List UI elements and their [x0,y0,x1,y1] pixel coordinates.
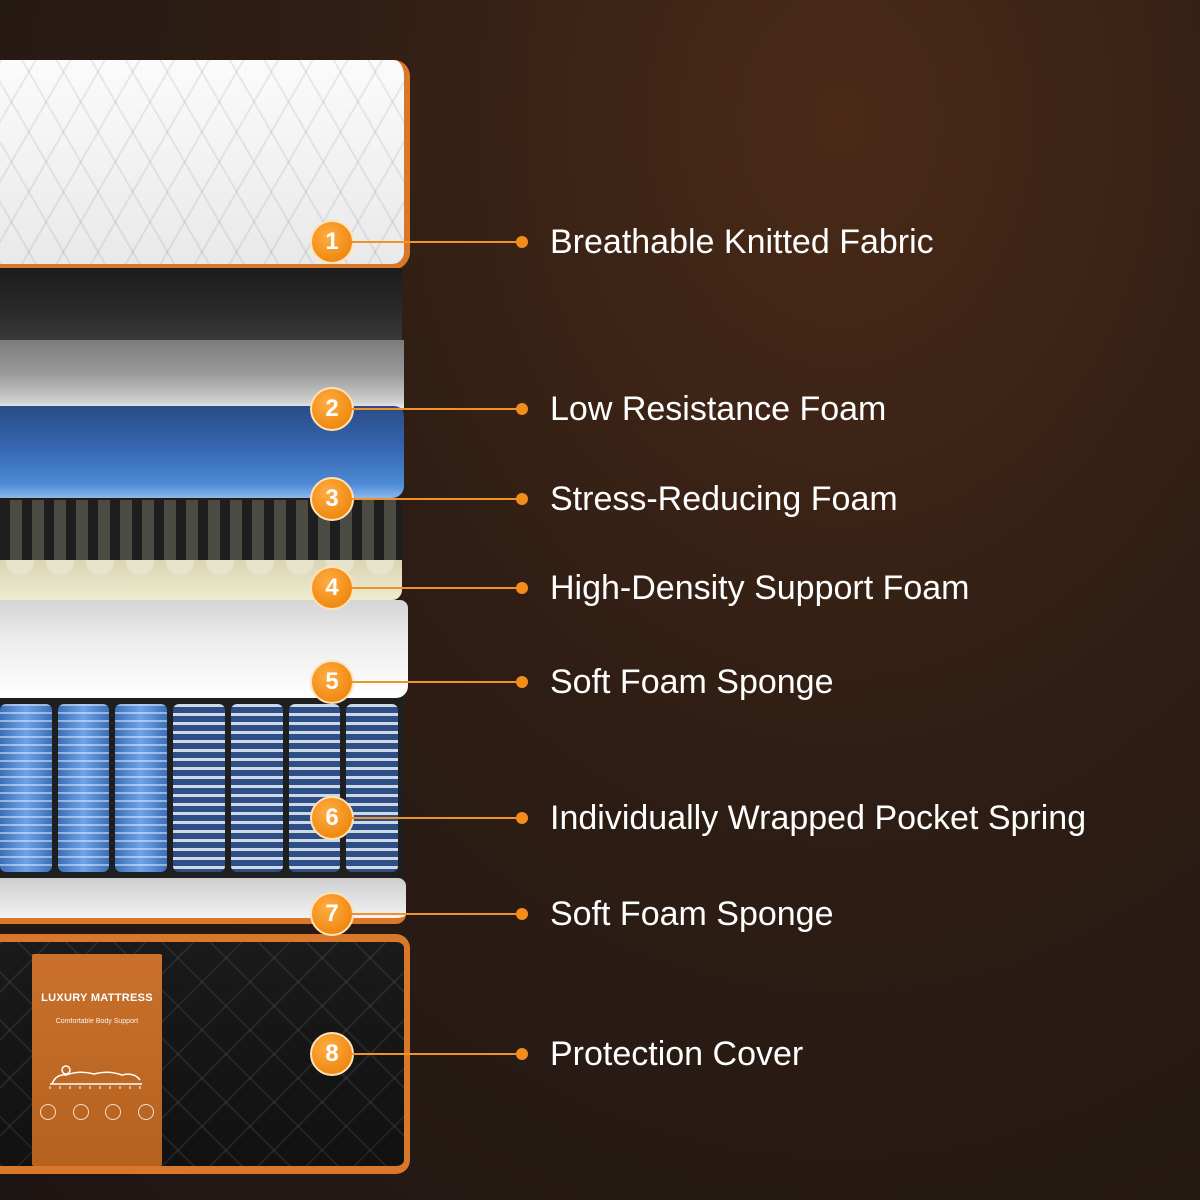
number-badge: 6 [310,796,354,840]
tag-subtitle: Comfortable Body Support [55,1018,139,1025]
leader-line [352,241,518,243]
number-badge: 5 [310,660,354,704]
leader-line [352,408,518,410]
feature-badge-icon [40,1104,56,1120]
leader-dot [516,403,528,415]
wrapped-spring [115,704,168,872]
exposed-coil-spring [230,704,283,872]
number-badge: 8 [310,1032,354,1076]
leader-dot [516,493,528,505]
leader-line [352,498,518,500]
number-badge: 3 [310,477,354,521]
leader-line [352,681,518,683]
leader-dot [516,812,528,824]
leader-dot [516,236,528,248]
knitted-fabric-top-layer [0,60,410,270]
exposed-coil-spring [173,704,225,872]
leader-dot [516,908,528,920]
feature-badge-icon [72,1104,89,1120]
layer-label: Low Resistance Foam [550,390,887,428]
number-badge: 7 [310,892,354,936]
tag-feature-icons [40,1104,154,1120]
sleeping-person-icon [49,1065,142,1089]
mattress-brand-tag: LUXURY MATTRESS Comfortable Body Support [32,954,162,1166]
number-badge: 2 [310,387,354,431]
leader-dot [516,582,528,594]
leader-dot [516,1048,528,1060]
leader-dot [516,676,528,688]
number-badge: 1 [310,220,354,264]
leader-line [352,913,518,915]
layer-label: Soft Foam Sponge [550,895,834,933]
tag-title: LUXURY MATTRESS [41,992,153,1004]
leader-line [352,817,518,819]
pocket-spring-layer [0,698,404,878]
exposed-coil-spring [346,704,399,872]
layer-label: Protection Cover [550,1035,804,1073]
feature-badge-icon [137,1104,154,1120]
layer-label: High-Density Support Foam [550,569,970,607]
leader-line [352,1053,518,1055]
layer-label: Soft Foam Sponge [550,663,834,701]
layer-label: Individually Wrapped Pocket Spring [550,799,1087,837]
wrapped-spring [0,704,52,872]
feature-badge-icon [105,1104,122,1120]
exposed-coil-spring [288,704,341,872]
layer-label: Stress-Reducing Foam [550,480,898,518]
layer-label: Breathable Knitted Fabric [550,223,934,261]
black-side-band [0,268,402,340]
wrapped-spring [57,704,110,872]
leader-line [352,587,518,589]
number-badge: 4 [310,566,354,610]
